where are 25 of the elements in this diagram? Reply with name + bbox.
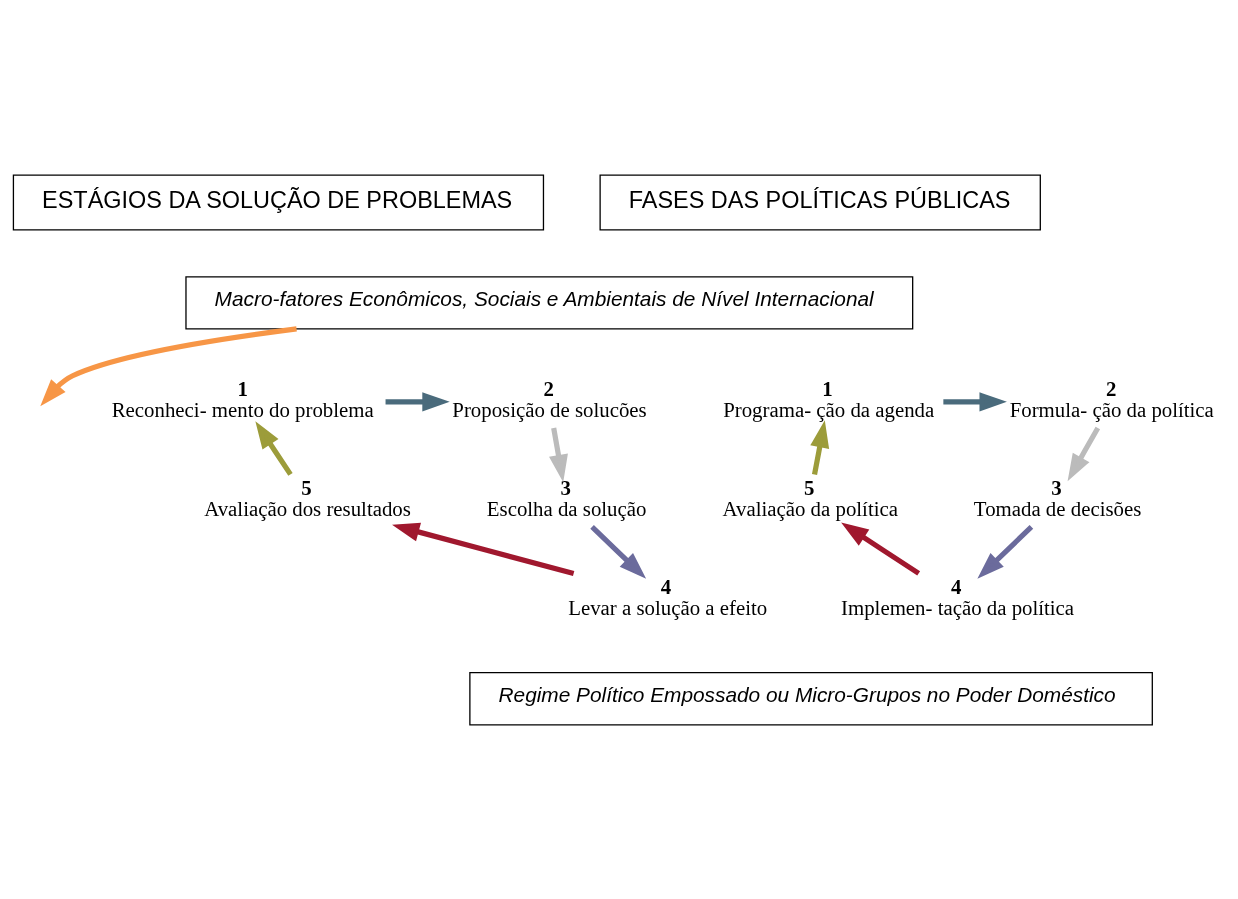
arrow	[943, 391, 1007, 411]
arrow	[392, 522, 575, 576]
arrow	[810, 419, 830, 475]
node-text: 1 Programa- ção da agenda	[723, 376, 935, 422]
node-text: 5 Avaliação dos resultados	[204, 475, 411, 521]
node-box: Regime Político Empossado ou Micro-Grupos no Poder Doméstico	[469, 671, 1153, 725]
arrow	[40, 325, 297, 406]
node-box: Macro-fatores Econômicos, Sociais e Ambientais de Nível Internacional	[185, 275, 914, 330]
arrow	[549, 427, 568, 482]
arrow	[1067, 426, 1101, 481]
arrow	[385, 391, 450, 411]
node-text: 3 Tomada de decisões	[973, 475, 1142, 521]
node-text: 4 Implemen- tação da política	[841, 574, 1075, 620]
arrow	[977, 524, 1034, 579]
node-box: FASES DAS POLÍTICAS PÚBLICAS	[599, 174, 1041, 231]
node-text: 3 Escolha da solução	[486, 475, 647, 521]
node-text: 2 Proposição de solucões	[452, 376, 647, 422]
node-text: 2 Formula- ção da política	[1009, 376, 1214, 422]
node-text: 1 Reconheci- mento do problema	[111, 376, 374, 422]
arrow	[590, 524, 647, 579]
node-text: 4 Levar a solução a efeito	[568, 574, 768, 620]
node-box: ESTÁGIOS DA SOLUÇÃO DE PROBLEMAS	[12, 174, 545, 231]
arrow	[841, 522, 921, 576]
node-text: 5 Avaliação da política	[722, 475, 898, 521]
arrow	[255, 420, 293, 476]
